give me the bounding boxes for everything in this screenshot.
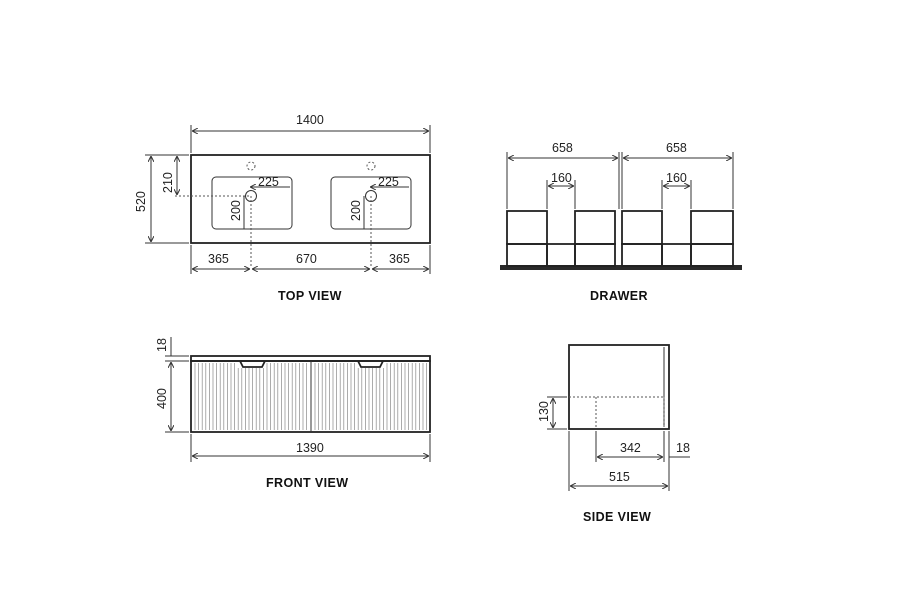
side-depth-label: 515 (609, 470, 630, 484)
drawer-right-notch: 160 (666, 171, 687, 185)
left-basin (211, 176, 293, 230)
top-view: 225 225 200 200 1400 520 210 365 670 365… (134, 113, 431, 303)
side-inner-depth: 342 (620, 441, 641, 455)
front-width-label: 1390 (296, 441, 324, 455)
drawer-title: DRAWER (590, 289, 648, 303)
left-handle (239, 360, 266, 368)
right-basin-offset-y: 200 (349, 200, 363, 221)
front-view-title: FRONT VIEW (266, 476, 348, 490)
drawer-view: 658 658 160 160 DRAWER (500, 141, 742, 303)
right-handle (357, 360, 384, 368)
side-view-title: SIDE VIEW (583, 510, 651, 524)
drawer-left-notch: 160 (551, 171, 572, 185)
drawer-base (500, 265, 742, 270)
right-edge-label: 365 (389, 252, 410, 266)
center-spacing-label: 670 (296, 252, 317, 266)
front-height-label: 400 (155, 388, 169, 409)
side-back-gap: 18 (676, 441, 690, 455)
left-basin-offset-y: 200 (229, 200, 243, 221)
overall-width-label: 1400 (296, 113, 324, 127)
side-drawer-height: 130 (537, 401, 551, 422)
left-tap-hole (246, 161, 256, 171)
fluted-panels (194, 363, 427, 430)
tap-offset-label: 210 (161, 172, 175, 193)
right-basin-offset-x: 225 (378, 175, 399, 189)
side-view: 130 342 18 515 SIDE VIEW (537, 344, 690, 524)
right-tap-hole (366, 161, 376, 171)
side-body (568, 344, 670, 430)
left-basin-offset-x: 225 (258, 175, 279, 189)
top-view-title: TOP VIEW (278, 289, 342, 303)
depth-label: 520 (134, 191, 148, 212)
top-view-outline (190, 154, 431, 244)
drawer-right-width: 658 (666, 141, 687, 155)
left-edge-label: 365 (208, 252, 229, 266)
drawer-left-width: 658 (552, 141, 573, 155)
front-top-thickness: 18 (155, 338, 169, 352)
front-view: 18 400 1390 FRONT VIEW (155, 337, 431, 490)
